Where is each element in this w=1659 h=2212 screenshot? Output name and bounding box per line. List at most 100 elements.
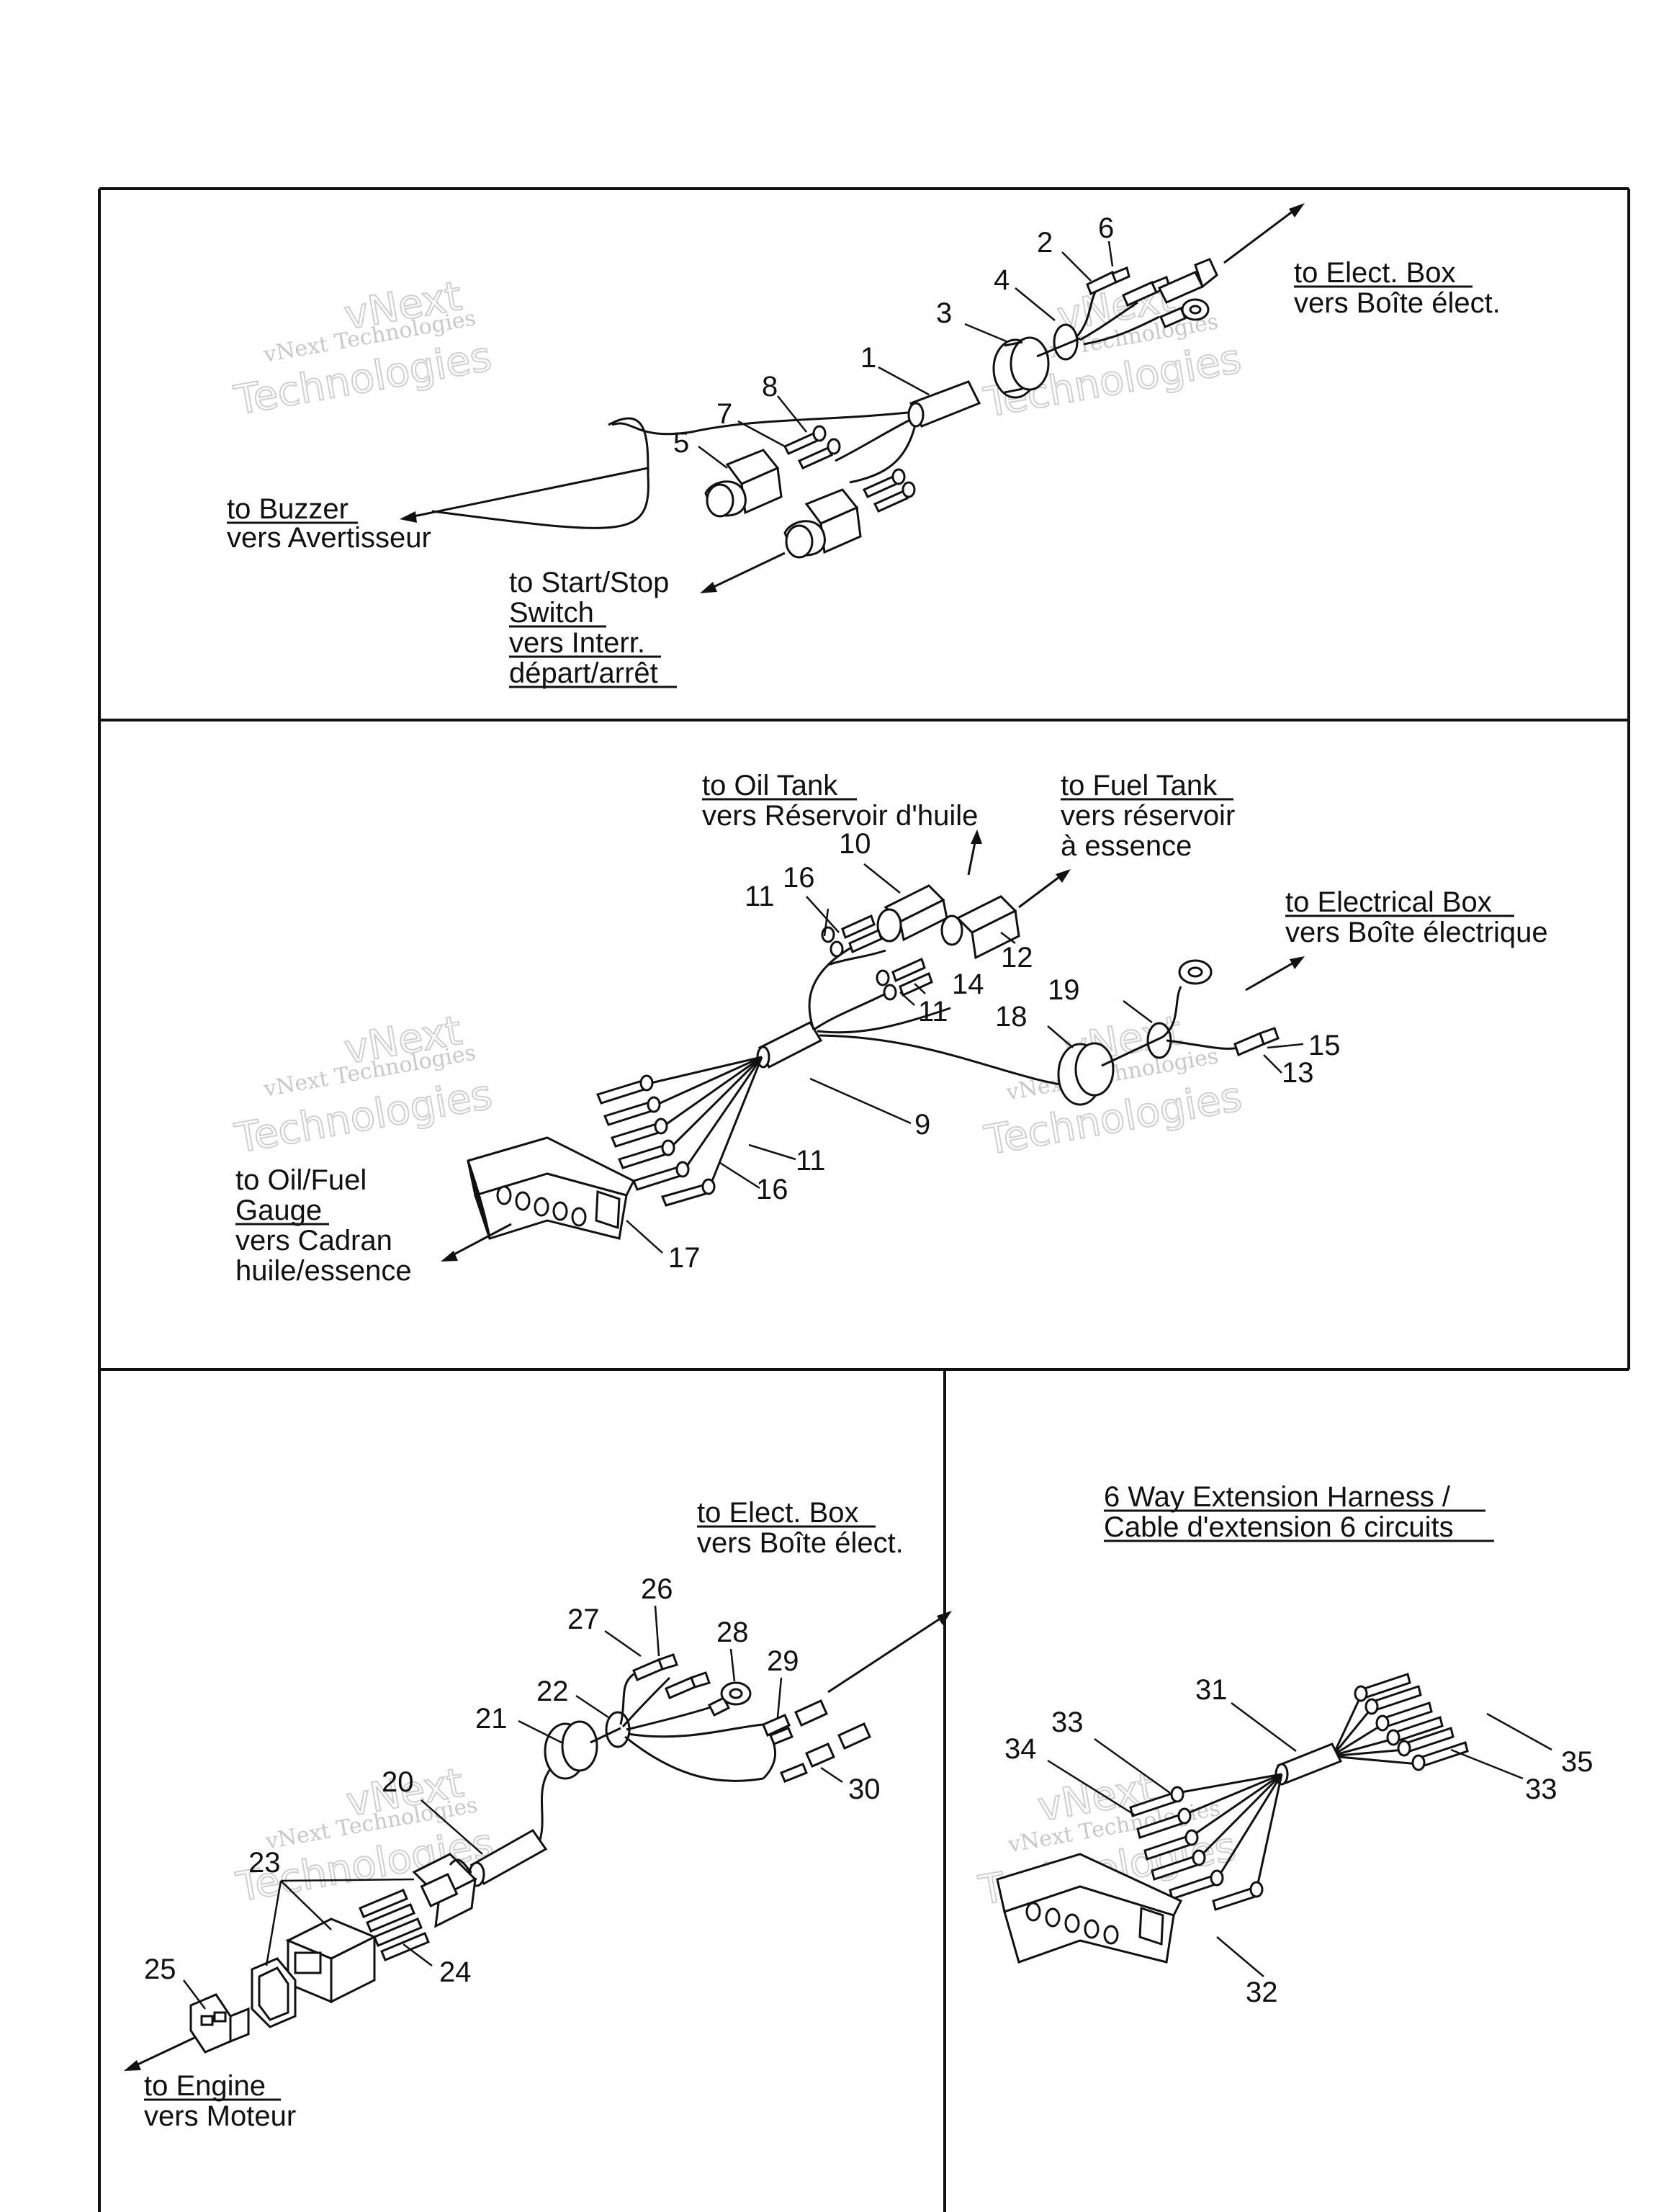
- callout-2: 2: [1037, 227, 1053, 258]
- arrow: [1245, 956, 1305, 992]
- callout-28: 28: [716, 1617, 749, 1648]
- callout-27: 27: [567, 1604, 600, 1635]
- callout-11: 11: [918, 996, 948, 1028]
- ring-terminal: [707, 1681, 752, 1717]
- terminal-set: [595, 1074, 716, 1207]
- callout-13: 13: [1282, 1057, 1314, 1089]
- ring-terminal: [1159, 298, 1210, 328]
- arrow: [1223, 203, 1305, 264]
- label-extension-harness: 6 Way Extension Harness /: [1104, 1481, 1451, 1513]
- callout-11: 11: [745, 881, 775, 912]
- connector-housing: [704, 449, 783, 518]
- label-to-fuel-tank: to Fuel Tank: [1061, 770, 1218, 801]
- callout-25: 25: [144, 1954, 176, 1985]
- callout-4: 4: [994, 264, 1010, 296]
- connector-housing: [783, 488, 862, 559]
- label-vers-reservoir: vers réservoir: [1061, 800, 1235, 832]
- arrow: [827, 1611, 952, 1694]
- label-vers-cadran: vers Cadran: [235, 1225, 392, 1256]
- connector-seal: [251, 1957, 297, 2028]
- callout-16: 16: [783, 862, 815, 894]
- label-to-electrical-box: to Electrical Box: [1285, 886, 1492, 918]
- callout-33: 33: [1525, 1773, 1557, 1805]
- terminal: [862, 468, 916, 513]
- grommet: [992, 336, 1050, 399]
- terminal: [665, 1671, 711, 1699]
- arrow: [967, 830, 982, 876]
- label-huile-essence: huile/essence: [235, 1255, 412, 1287]
- callout-26: 26: [641, 1573, 673, 1605]
- buzzer-wire: [611, 410, 915, 436]
- terminal-set: [359, 1889, 430, 1961]
- terminal-set: [1354, 1673, 1469, 1771]
- callout-14: 14: [952, 968, 984, 1000]
- terminal: [783, 425, 841, 469]
- callout-29: 29: [767, 1645, 799, 1677]
- label-switch: Switch: [509, 597, 594, 629]
- label-vers-reservoir-huile: vers Réservoir d'huile: [702, 800, 978, 832]
- callout-24: 24: [439, 1956, 472, 1988]
- panel-bottom-right: 31 32 33 33 34 35 6 Way Extension Harnes…: [996, 1481, 1593, 2008]
- callout-19: 19: [1048, 974, 1080, 1006]
- callout-32: 32: [1246, 1977, 1278, 2008]
- callout-34: 34: [1004, 1733, 1037, 1765]
- callout-35: 35: [1561, 1746, 1593, 1778]
- callout-15: 15: [1308, 1030, 1341, 1061]
- label-to-oil-tank: to Oil Tank: [702, 770, 838, 801]
- panel-bottom-left: 20 21 22 23 24 25 26 27 28 29 30 to Elec…: [124, 1497, 952, 2132]
- buzzer-lead: [431, 417, 649, 529]
- callout-7: 7: [716, 398, 732, 430]
- label-to-engine: to Engine: [144, 2070, 266, 2102]
- label-to-oil-fuel: to Oil/Fuel: [235, 1164, 367, 1196]
- panel-middle: 9 10 11 11 11 12 13 14 15 16 16 17 18 19…: [235, 770, 1548, 1287]
- label-vers-boite-electrique: vers Boîte électrique: [1285, 917, 1548, 948]
- terminal: [876, 957, 933, 1001]
- callout-6: 6: [1098, 212, 1114, 244]
- arrow: [1018, 869, 1071, 909]
- label-to-elect-box: to Elect. Box: [1294, 257, 1456, 289]
- label-cable-extension: Cable d'extension 6 circuits: [1104, 1511, 1454, 1543]
- harness-sleeve: [1274, 1743, 1343, 1786]
- label-vers-boite: vers Boîte élect.: [1294, 287, 1501, 319]
- callout-17: 17: [668, 1242, 701, 1274]
- callout-30: 30: [848, 1773, 881, 1805]
- label-gauge: Gauge: [235, 1195, 322, 1226]
- oil-tank-connector: [876, 884, 948, 943]
- harness-sleeve: [756, 1021, 823, 1069]
- label-vers-interr: vers Interr.: [509, 627, 645, 659]
- callout-20: 20: [382, 1766, 414, 1798]
- arrow: [124, 2036, 195, 2071]
- callout-8: 8: [762, 371, 778, 403]
- callout-10: 10: [839, 828, 871, 860]
- terminal: [632, 1653, 678, 1681]
- callout-18: 18: [995, 1001, 1028, 1033]
- callout-11: 11: [796, 1145, 826, 1177]
- callout-22: 22: [536, 1676, 569, 1707]
- terminal-set: [1129, 1786, 1264, 1911]
- seal: [1053, 323, 1079, 361]
- connector-plug: [189, 1993, 250, 2054]
- label-to-buzzer: to Buzzer: [227, 493, 349, 525]
- extension-connector: [996, 1853, 1183, 1964]
- callout-1: 1: [860, 342, 876, 374]
- fuel-tank-connector: [940, 895, 1020, 960]
- label-vers-avertisseur: vers Avertisseur: [227, 522, 431, 554]
- callout-3: 3: [936, 297, 952, 329]
- callout-33: 33: [1051, 1707, 1084, 1738]
- gauge-connector: [467, 1136, 636, 1240]
- ring-terminal: [1178, 959, 1213, 985]
- engine-connector: [285, 1917, 377, 2004]
- label-to-elect-box: to Elect. Box: [697, 1497, 859, 1529]
- callout-31: 31: [1195, 1674, 1228, 1706]
- callout-16: 16: [756, 1174, 788, 1205]
- label-vers-boite: vers Boîte élect.: [697, 1527, 904, 1559]
- callout-23: 23: [248, 1847, 281, 1879]
- arrow: [700, 552, 786, 593]
- label-start-stop: to Start/Stop: [509, 567, 669, 598]
- callout-21: 21: [475, 1703, 508, 1735]
- label-depart-arret: départ/arrêt: [509, 657, 658, 689]
- terminal: [1233, 1027, 1280, 1057]
- terminal: [1086, 266, 1130, 296]
- panel-top: 1 2 3 4 5 6 7 8 to Elect. Box vers Boîte…: [227, 203, 1501, 689]
